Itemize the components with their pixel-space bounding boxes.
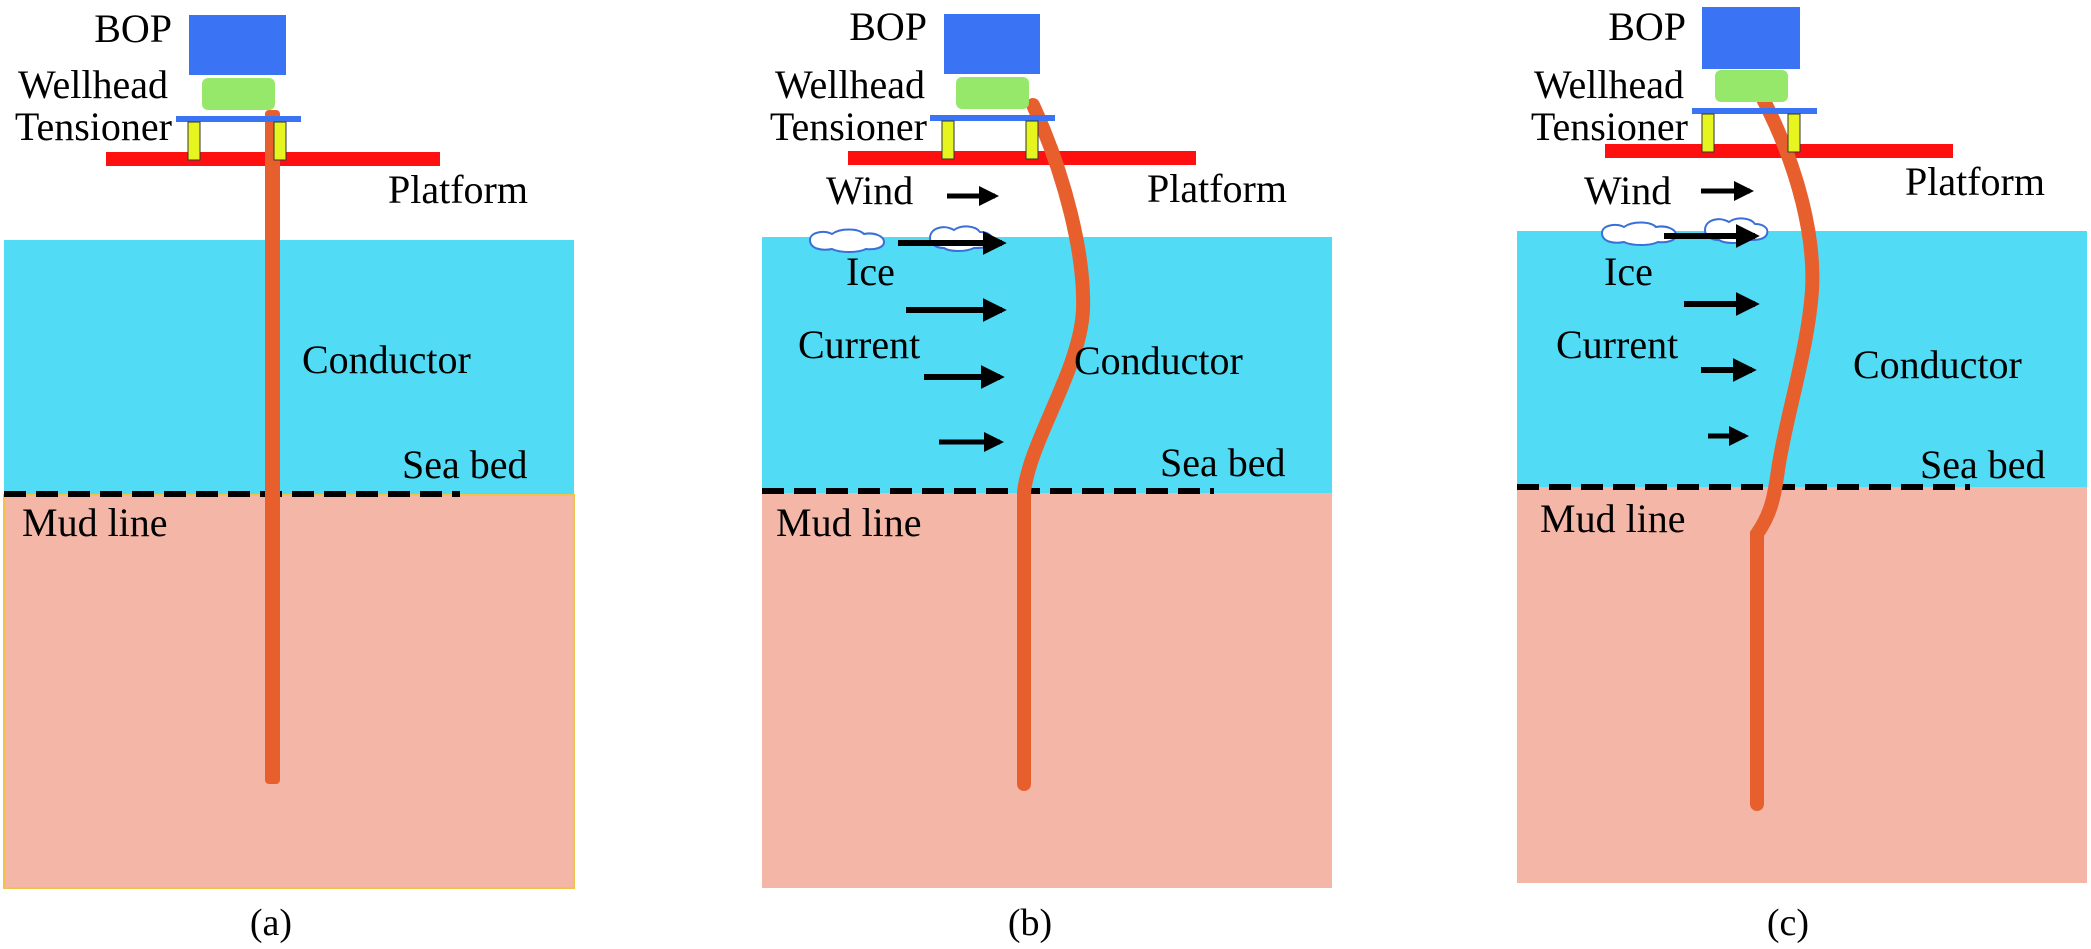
tensioner-bar (930, 115, 1055, 121)
sea-region (762, 237, 1332, 493)
wellhead-label: Wellhead (1534, 62, 1684, 107)
platform-bar (848, 151, 1196, 165)
ice-floe-icon (1703, 217, 1769, 244)
ice-floe-icon (928, 225, 994, 252)
tensioner-leg-left (941, 120, 955, 160)
panel-caption: (a) (250, 902, 292, 944)
sea-bed-label: Sea bed (1920, 442, 2046, 487)
tensioner-leg-left (187, 121, 201, 161)
sea-region (4, 240, 574, 495)
bop-label: BOP (94, 6, 172, 51)
mud-line-label: Mud line (1540, 496, 1686, 541)
bop-block (189, 15, 286, 75)
wellhead-label: Wellhead (775, 62, 925, 107)
platform-label: Platform (388, 167, 528, 212)
soil-region (3, 494, 575, 889)
soil-region (762, 493, 1332, 888)
tensioner-leg-right (1787, 113, 1801, 153)
conductor-pipe-deformed (1750, 90, 1820, 811)
bop-label: BOP (849, 4, 927, 49)
platform-label: Platform (1905, 159, 2045, 204)
tensioner-leg-left (1701, 113, 1715, 153)
wellhead-block (202, 78, 275, 110)
tensioner-bar (1692, 108, 1817, 114)
bop-block (1702, 7, 1800, 69)
conductor-pipe (265, 110, 280, 784)
panel-caption: (b) (1008, 902, 1052, 944)
conductor-pipe-deformed (1017, 98, 1091, 791)
panel-a: BOP Wellhead Tensioner Platform Conducto… (3, 6, 575, 944)
current-label: Current (1556, 322, 1678, 367)
ice-label: Ice (1604, 249, 1653, 294)
wind-label: Wind (826, 168, 913, 213)
bop-block (944, 14, 1040, 74)
wellhead-label: Wellhead (18, 62, 168, 107)
sea-bed-label: Sea bed (402, 442, 528, 487)
wind-label: Wind (1584, 168, 1671, 213)
tensioner-label: Tensioner (770, 104, 927, 149)
mud-line-label: Mud line (776, 500, 922, 545)
panel-caption: (c) (1767, 902, 1809, 944)
soil-region (1517, 487, 2087, 883)
tensioner-bar (176, 116, 301, 122)
tensioner-leg-right (273, 121, 287, 161)
platform-label: Platform (1147, 166, 1287, 211)
wellhead-block (956, 77, 1029, 109)
tensioner-leg-right (1025, 120, 1039, 160)
wellhead-block (1715, 70, 1788, 102)
conductor-label: Conductor (1853, 342, 2022, 387)
tensioner-label: Tensioner (15, 104, 172, 149)
sea-bed-label: Sea bed (1160, 440, 1286, 485)
ice-floe-icon (808, 228, 886, 253)
conductor-label: Conductor (302, 337, 471, 382)
mud-line-label: Mud line (22, 500, 168, 545)
current-label: Current (798, 322, 920, 367)
panel-b: BOP Wellhead Tensioner Platform Wind Ice… (762, 4, 1332, 944)
ice-label: Ice (846, 249, 895, 294)
conductor-label: Conductor (1074, 338, 1243, 383)
tensioner-label: Tensioner (1531, 104, 1688, 149)
panel-c: BOP Wellhead Tensioner Platform Wind Ice… (1517, 4, 2087, 944)
bop-label: BOP (1608, 4, 1686, 49)
